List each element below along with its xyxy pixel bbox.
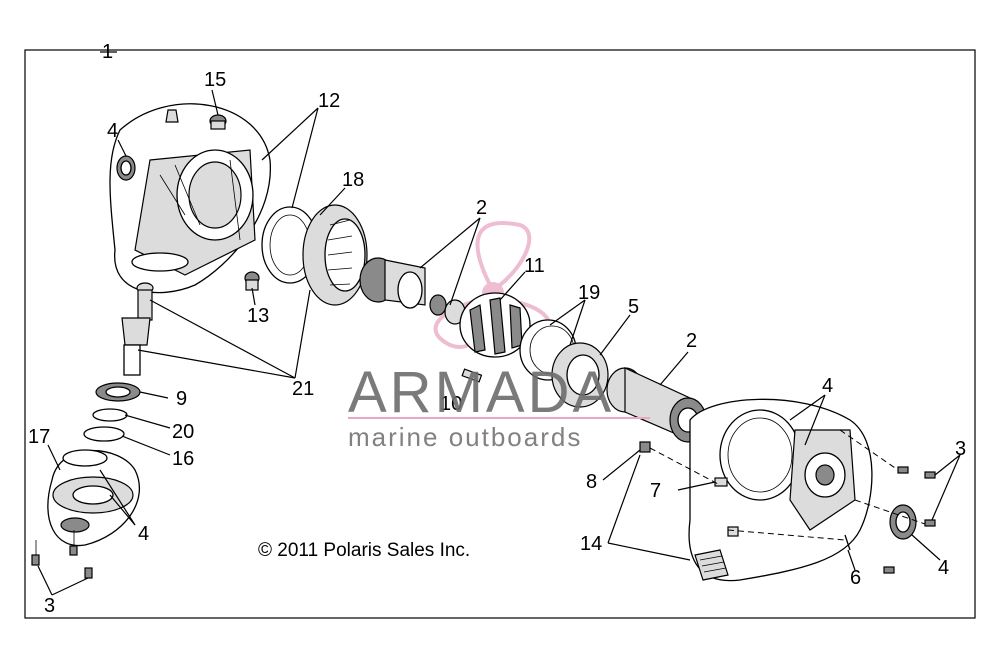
output-bearing bbox=[606, 367, 707, 443]
sensor-fitting bbox=[639, 441, 651, 453]
dowel-pin bbox=[461, 368, 483, 383]
callout-8: 8 bbox=[586, 471, 597, 493]
callout-12: 12 bbox=[318, 90, 340, 112]
callout-19: 19 bbox=[578, 282, 600, 304]
o-ring bbox=[83, 426, 125, 442]
callout-20: 20 bbox=[172, 421, 194, 443]
bottom-cover bbox=[47, 449, 141, 547]
bolt bbox=[897, 466, 909, 474]
callout-13: 13 bbox=[247, 305, 269, 327]
leader-lines bbox=[37, 51, 961, 596]
roller-cage bbox=[459, 292, 531, 358]
bolt bbox=[924, 471, 936, 479]
callout-4-right-bottom: 4 bbox=[938, 557, 949, 579]
callout-7: 7 bbox=[650, 480, 661, 502]
vent-fitting bbox=[714, 477, 728, 487]
callout-2-right: 2 bbox=[686, 330, 697, 352]
callout-4-top-left: 4 bbox=[107, 120, 118, 142]
callout-6: 6 bbox=[850, 567, 861, 589]
tapered-bearing bbox=[359, 257, 447, 316]
callout-21: 21 bbox=[292, 378, 314, 400]
callout-10: 10 bbox=[440, 393, 462, 415]
callout-2-center: 2 bbox=[476, 197, 487, 219]
output-seal bbox=[889, 504, 917, 540]
drain-plug bbox=[244, 271, 260, 291]
callout-1: 1 bbox=[102, 41, 113, 63]
plug-fitting bbox=[209, 114, 227, 130]
callout-9: 9 bbox=[176, 388, 187, 410]
callout-4-right-top: 4 bbox=[822, 375, 833, 397]
callout-14: 14 bbox=[580, 533, 602, 555]
bolt bbox=[883, 566, 895, 574]
bolt bbox=[84, 567, 93, 579]
sensor-module bbox=[694, 549, 729, 581]
copyright-notice: © 2011 Polaris Sales Inc. bbox=[258, 540, 470, 561]
callout-11: 11 bbox=[524, 255, 545, 277]
watermark-tagline: marine outboards bbox=[348, 422, 582, 452]
callout-5: 5 bbox=[628, 296, 639, 318]
callout-16: 16 bbox=[172, 448, 194, 470]
ring-gear bbox=[302, 204, 368, 306]
pinion-shaft bbox=[121, 282, 154, 376]
callout-3-right: 3 bbox=[955, 438, 966, 460]
callout-4-lower-left: 4 bbox=[138, 523, 149, 545]
callout-15: 15 bbox=[204, 69, 226, 91]
callout-17: 17 bbox=[28, 426, 50, 448]
callout-18: 18 bbox=[342, 169, 364, 191]
shim-ring bbox=[92, 408, 128, 422]
watermark-brand: ARMADA bbox=[348, 360, 614, 425]
bolt bbox=[31, 540, 40, 566]
bolt bbox=[924, 519, 936, 527]
bolt bbox=[69, 530, 78, 556]
front-gearcase-housing bbox=[109, 103, 271, 294]
locating-pin bbox=[844, 534, 851, 551]
callout-3-lower-left: 3 bbox=[44, 595, 55, 617]
diagram-frame bbox=[24, 49, 976, 619]
bearing bbox=[95, 382, 141, 402]
armature-plate bbox=[551, 342, 609, 408]
